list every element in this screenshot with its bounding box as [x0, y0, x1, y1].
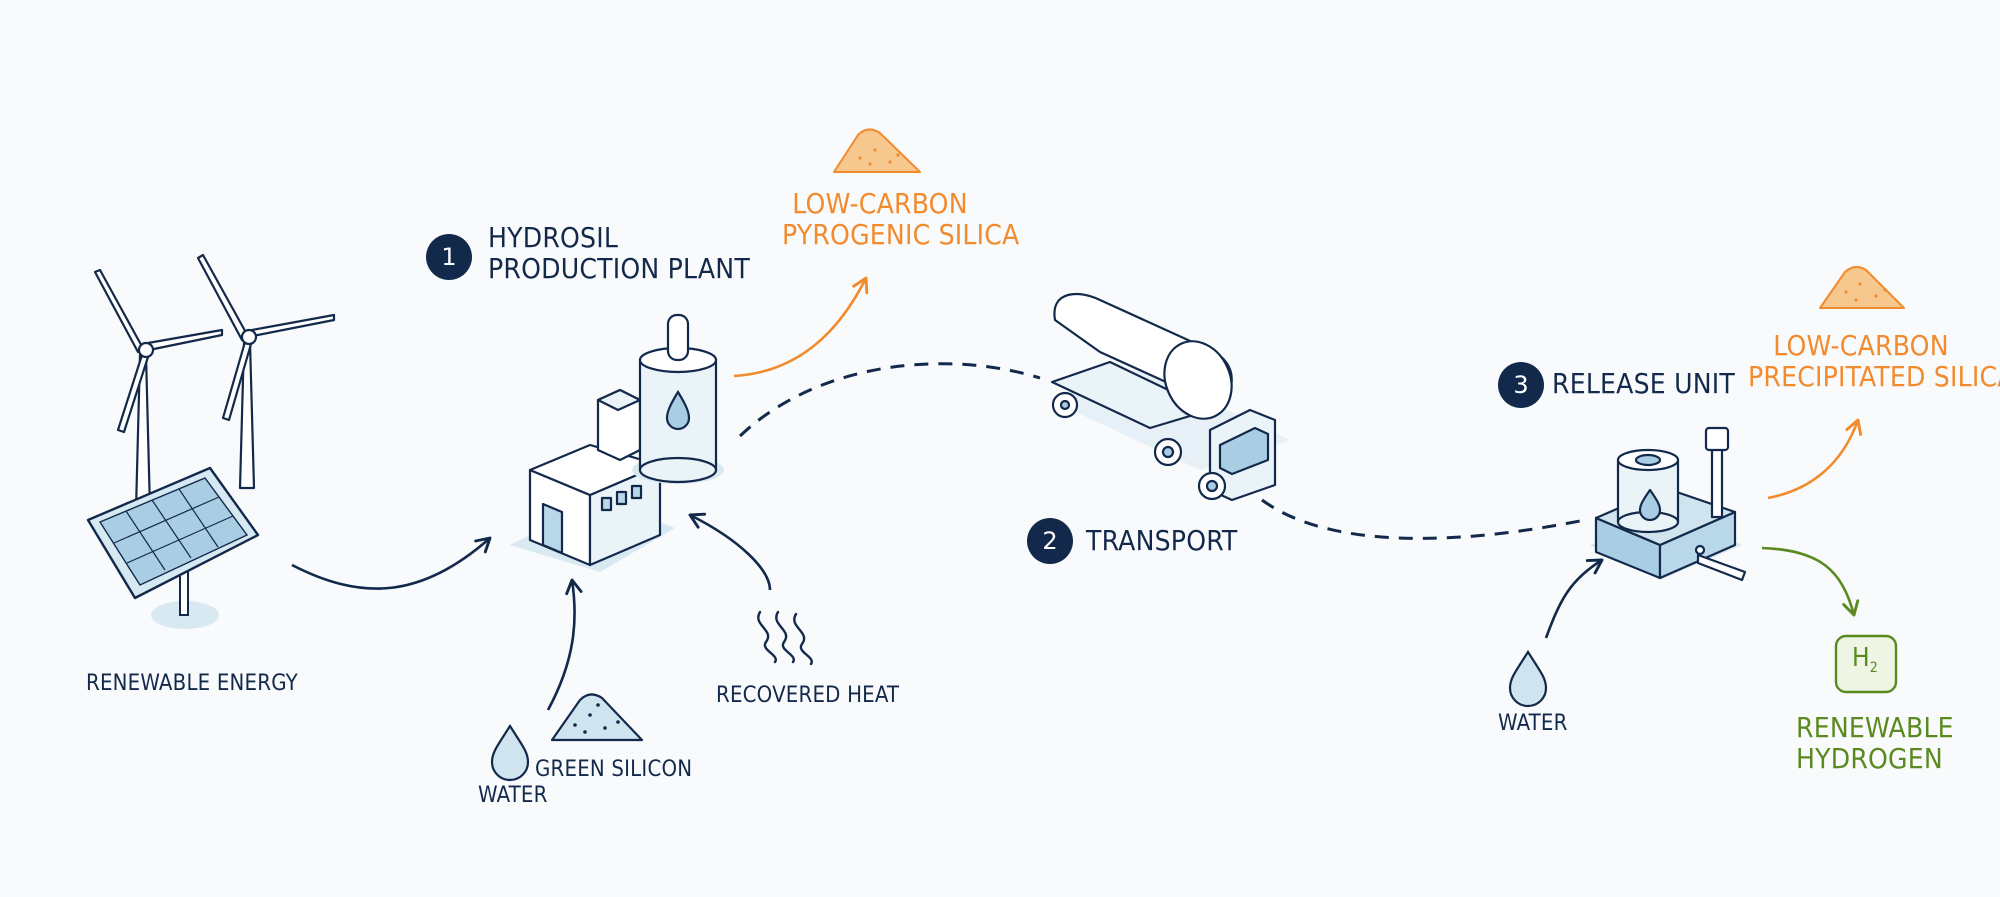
water-drop-icon — [1508, 649, 1548, 708]
storage-tank-icon — [632, 313, 724, 484]
transport-route-dashes — [738, 362, 1041, 438]
step-1-badge: 1 — [426, 234, 472, 280]
wind-turbine-icon — [196, 253, 336, 490]
water-silicon-flow-arrow — [546, 578, 583, 711]
transport-route-dashes — [1261, 498, 1586, 540]
silica-output-arrow — [1767, 418, 1863, 500]
heat-flow-arrow — [688, 512, 772, 591]
precipitated-silica-label: LOW-CARBON PRECIPITATED SILICA — [1748, 329, 2000, 394]
water-label: WATER — [478, 783, 548, 808]
water-drop-icon — [490, 723, 530, 782]
factory-icon — [510, 388, 675, 572]
tanker-truck-icon — [1050, 292, 1290, 502]
water-release-label: WATER — [1498, 711, 1568, 736]
green-silicon-label: GREEN SILICON — [535, 757, 693, 782]
hydrogen-output-arrow — [1761, 546, 1860, 617]
water-release-flow-arrow — [1544, 558, 1604, 639]
pyrogenic-silica-label: LOW-CARBON PYROGENIC SILICA — [782, 187, 1020, 252]
silica-output-arrow — [733, 276, 869, 378]
recovered-heat-label: RECOVERED HEAT — [716, 683, 900, 708]
step-1-title: HYDROSIL PRODUCTION PLANT — [488, 221, 750, 286]
heat-waves-icon — [757, 610, 814, 666]
wind-turbine-icon — [93, 268, 224, 512]
silica-pile-icon — [1819, 266, 1905, 309]
silicon-pile-icon — [550, 693, 644, 742]
energy-flow-arrow — [291, 536, 492, 590]
step-3-badge: 3 — [1498, 362, 1544, 408]
hydrogen-symbol: H2 — [1852, 643, 1879, 677]
renewable-energy-label: RENEWABLE ENERGY — [86, 671, 298, 696]
step-2-title: TRANSPORT — [1086, 524, 1238, 557]
renewable-hydrogen-label: RENEWABLE HYDROGEN — [1796, 711, 1954, 776]
hydrogen-icon — [1834, 634, 1898, 694]
release-unit-icon — [1590, 426, 1747, 582]
step-3-title: RELEASE UNIT — [1552, 367, 1735, 400]
silica-pile-icon — [833, 128, 921, 173]
step-2-badge: 2 — [1027, 518, 1073, 564]
solar-panel-icon — [86, 466, 260, 629]
